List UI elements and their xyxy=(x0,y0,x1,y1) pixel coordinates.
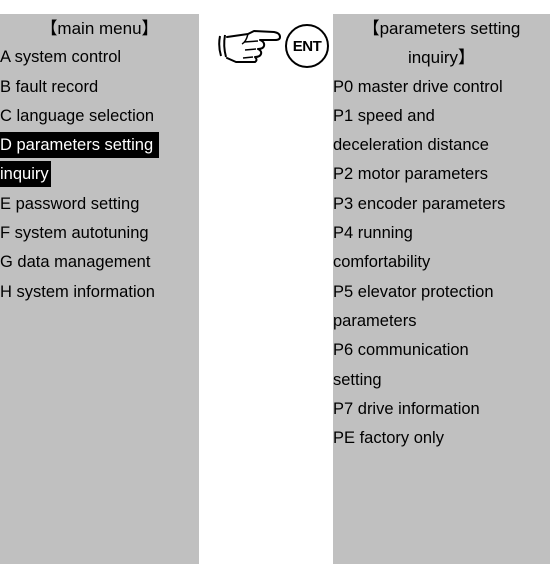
main-menu-title: 【main menu】 xyxy=(40,19,159,38)
menu-item-parameters-setting-inquiry-cont[interactable]: inquiry xyxy=(0,160,199,189)
menu-item-language-selection[interactable]: C language selection xyxy=(0,106,155,125)
param-group-line[interactable]: comfortability xyxy=(333,253,431,272)
param-group-line[interactable]: P3 encoder parameters xyxy=(333,194,506,213)
main-menu-panel: 【main menu】 A system control B fault rec… xyxy=(0,14,199,564)
param-group-line[interactable]: parameters xyxy=(333,311,417,330)
parameters-menu-panel: 【parameters setting inquiry】 P0 master d… xyxy=(333,14,550,564)
pointing-hand-icon xyxy=(218,30,281,63)
param-group-line[interactable]: P4 running xyxy=(333,224,413,243)
menu-item-password-setting[interactable]: E password setting xyxy=(0,194,140,213)
menu-item-parameters-setting-inquiry[interactable]: D parameters setting xyxy=(0,131,199,160)
menu-item-system-control[interactable]: A system control xyxy=(0,48,122,67)
params-menu-title-line2: inquiry】 xyxy=(407,48,476,68)
menu-item-data-management[interactable]: G data management xyxy=(0,253,151,272)
param-group-line[interactable]: P0 master drive control xyxy=(333,77,503,96)
param-group-line[interactable]: PE factory only xyxy=(333,429,444,448)
cut-off-caption xyxy=(0,0,550,14)
selected-item-label: D parameters setting xyxy=(0,132,160,159)
param-group-line[interactable]: P2 motor parameters xyxy=(333,165,488,184)
param-group-line[interactable]: deceleration distance xyxy=(333,136,489,155)
menu-item-fault-record[interactable]: B fault record xyxy=(0,77,99,96)
param-group-line[interactable]: P5 elevator protection xyxy=(333,282,494,301)
ent-key-indicator: ENT xyxy=(218,22,333,72)
params-menu-title-line1: 【parameters setting xyxy=(362,19,521,38)
menu-item-system-information[interactable]: H system information xyxy=(0,282,155,301)
ent-key-icon[interactable]: ENT xyxy=(285,24,329,68)
ent-key-label: ENT xyxy=(292,37,322,55)
selected-item-label-cont: inquiry xyxy=(0,161,51,188)
param-group-line[interactable]: P6 communication xyxy=(333,341,469,360)
param-group-line[interactable]: P1 speed and xyxy=(333,106,435,125)
menu-item-system-autotuning[interactable]: F system autotuning xyxy=(0,224,149,243)
param-group-line[interactable]: setting xyxy=(333,370,382,389)
param-group-line[interactable]: P7 drive information xyxy=(333,399,480,418)
